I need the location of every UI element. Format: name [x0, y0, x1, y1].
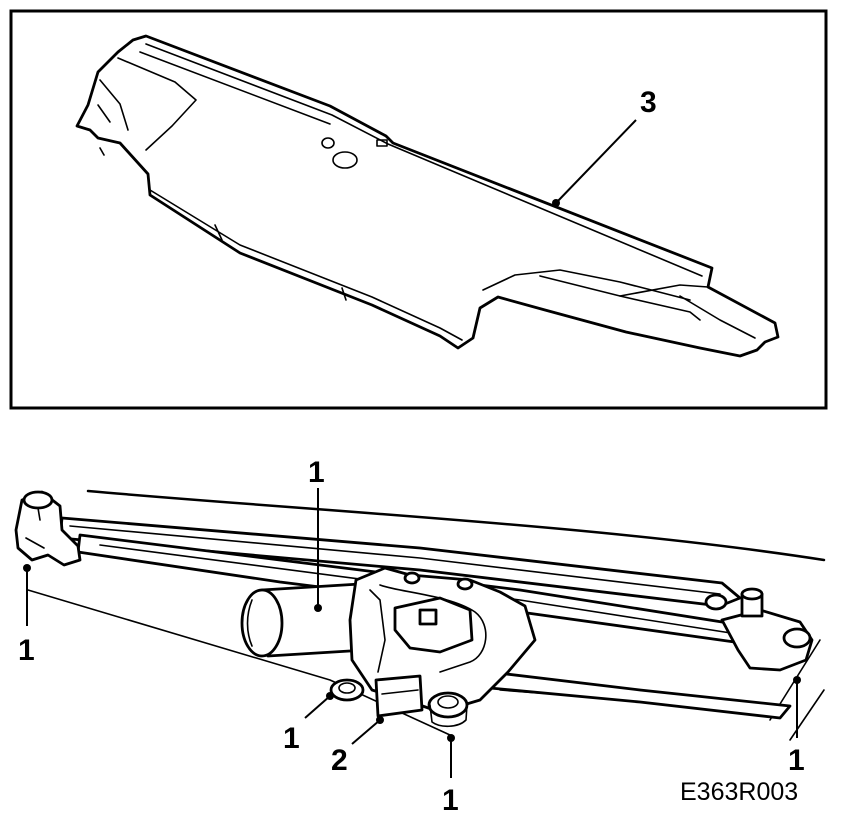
- leader-3-dot: [552, 199, 560, 207]
- leader-bolt-left: [304, 695, 331, 719]
- callout-bolt-left: 1: [283, 722, 300, 755]
- leader-3: [555, 119, 637, 204]
- leader-right-mount-dot: [793, 676, 801, 684]
- callout-motor: 1: [308, 456, 325, 489]
- figure-code: E363R003: [680, 778, 798, 806]
- cover-panel-frame: [9, 9, 828, 410]
- callout-left-mount: 1: [18, 634, 35, 667]
- leader-motor-dot: [314, 604, 322, 612]
- callout-3: 3: [640, 86, 657, 119]
- leader-bolt-right-dot: [447, 734, 455, 742]
- cover-hole-large: [332, 151, 358, 169]
- callout-right-mount: 1: [788, 744, 805, 777]
- wiper-linkage-drawing: [14, 489, 826, 741]
- callout-connector: 2: [331, 744, 348, 777]
- leader-connector: [351, 719, 381, 745]
- leader-bolt-left-dot: [326, 692, 334, 700]
- cover-hole-small: [321, 137, 335, 149]
- cowl-cover-drawing: [75, 34, 780, 358]
- leader-left-mount-dot: [23, 564, 31, 572]
- callout-bolt-right: 1: [442, 784, 459, 817]
- motor-end-cap: [240, 588, 284, 658]
- leader-connector-dot: [376, 716, 384, 724]
